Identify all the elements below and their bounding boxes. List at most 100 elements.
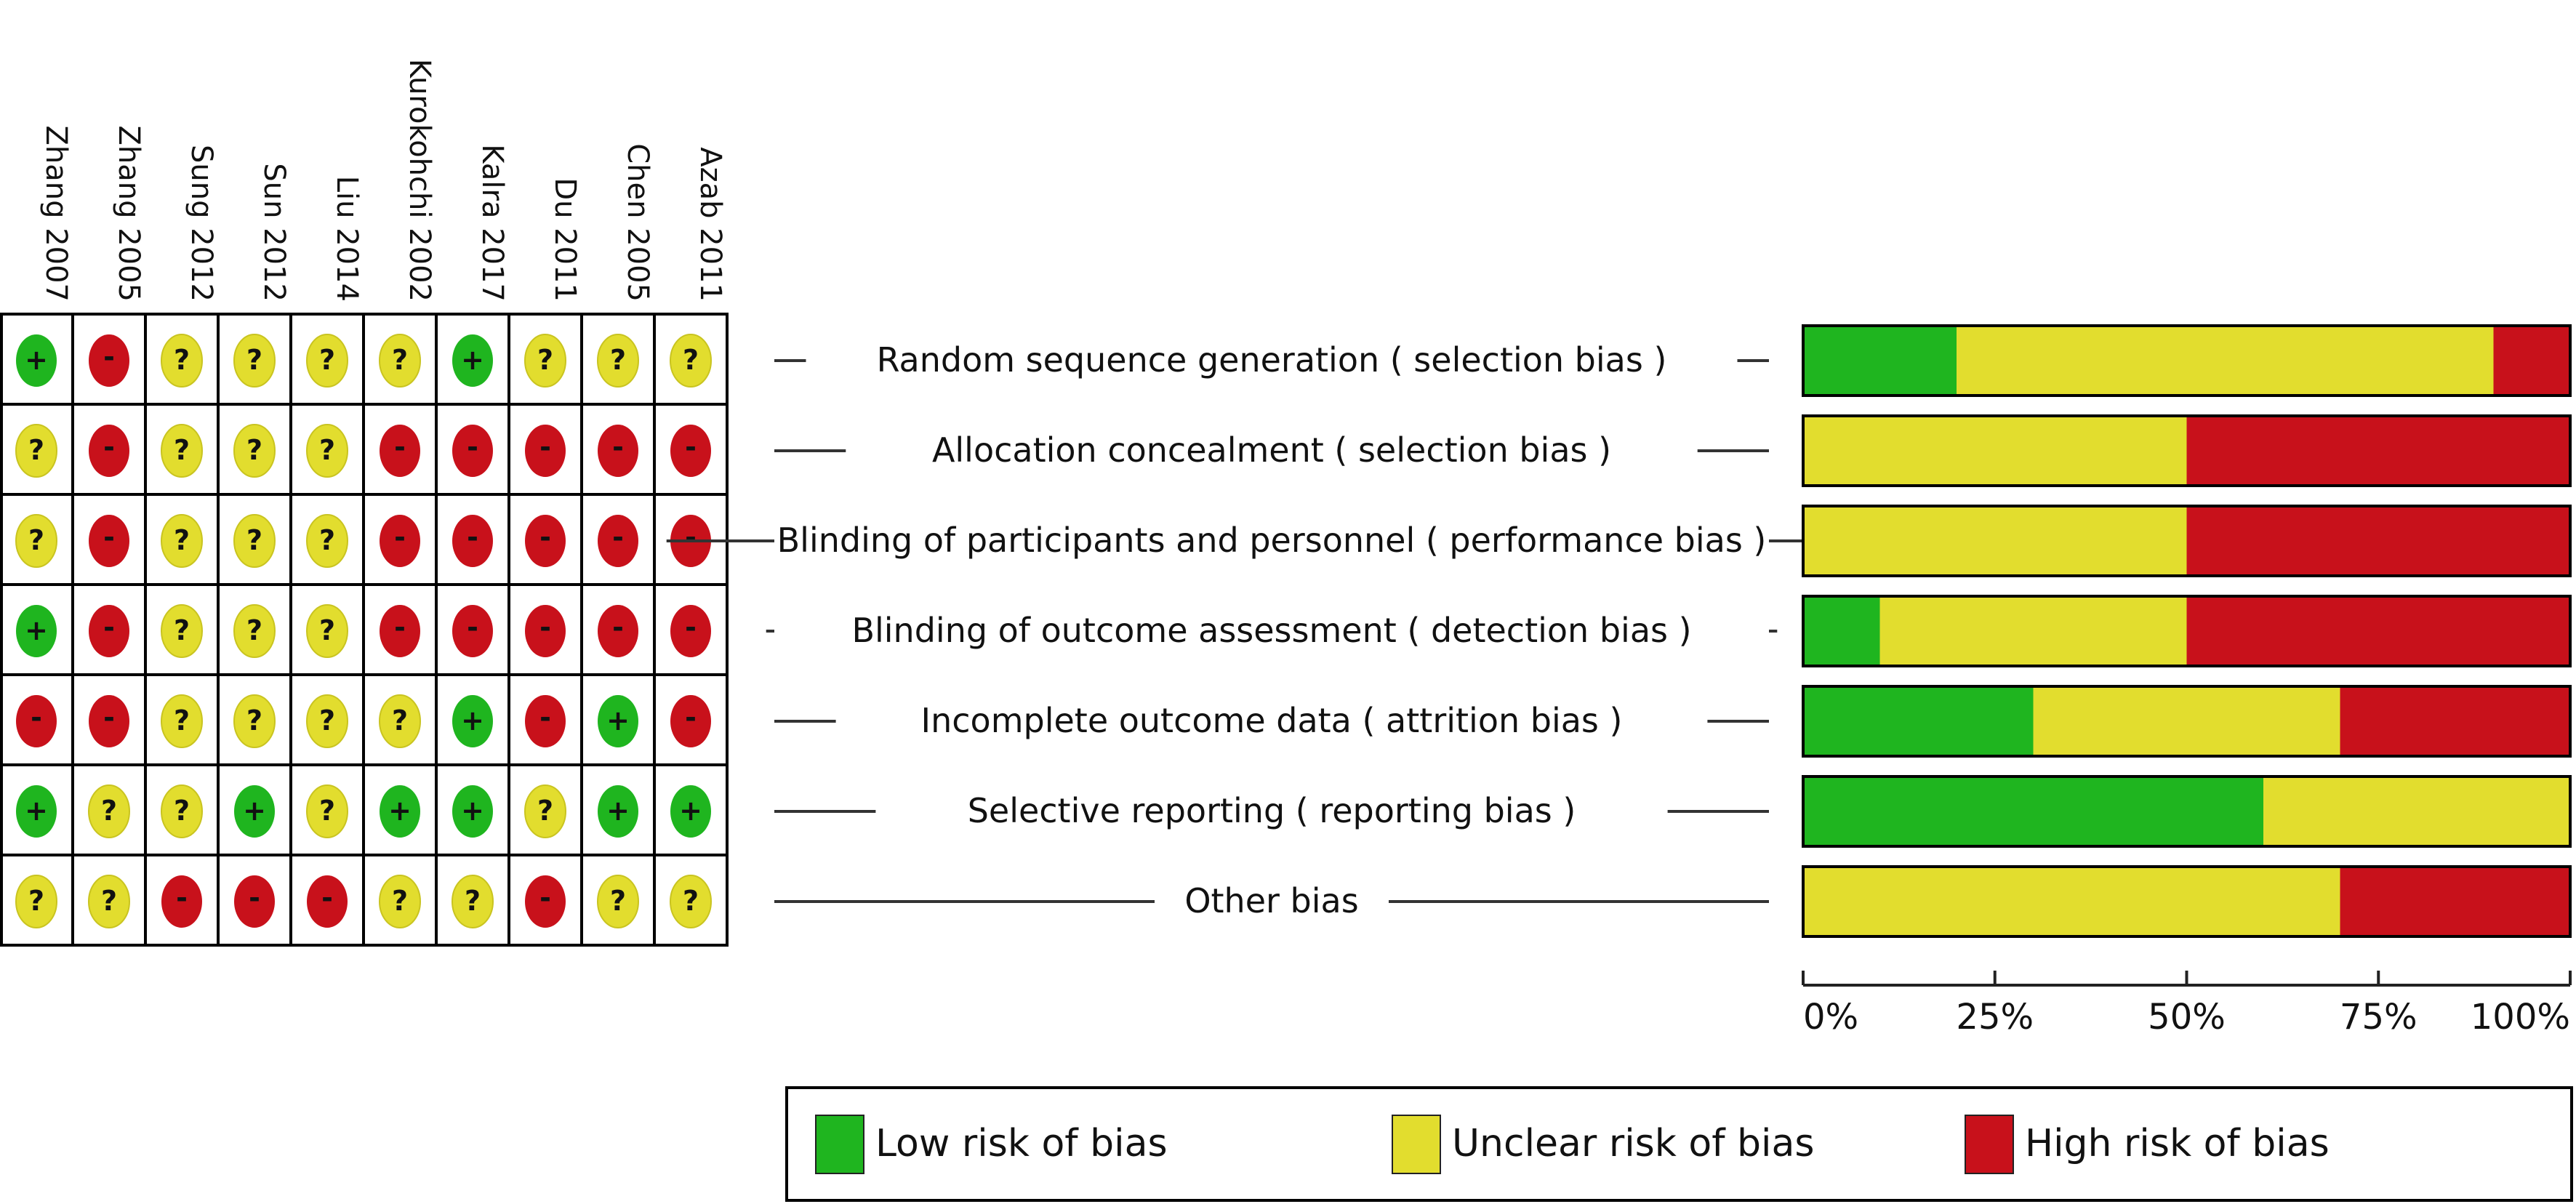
judgement-high-icon: - <box>380 515 420 567</box>
judgement-symbol: - <box>467 431 478 463</box>
judgement-dot <box>670 695 711 747</box>
judgement-symbol: ? <box>174 705 190 737</box>
judgement-dot <box>89 334 129 387</box>
judgement-unclear-icon: ? <box>15 875 57 928</box>
judgement-symbol: ? <box>610 885 626 917</box>
x-tick-label: 100% <box>2471 997 2570 1038</box>
judgement-high-icon: - <box>670 425 711 477</box>
judgement-symbol: ? <box>319 795 335 827</box>
judgement-high-icon: - <box>89 605 129 657</box>
judgement-dot <box>15 424 57 478</box>
judgement-unclear-icon: ? <box>597 334 639 388</box>
judgement-unclear-icon: ? <box>233 334 276 388</box>
judgement-unclear-icon: ? <box>524 334 566 388</box>
judgement-symbol: - <box>394 521 406 553</box>
judgement-symbol: - <box>539 521 551 553</box>
x-axis: 0%25%50%75%100% <box>1802 971 2572 1038</box>
judgement-symbol: ? <box>246 614 262 646</box>
judgement-symbol: ? <box>174 524 190 556</box>
judgement-symbol: - <box>103 611 115 643</box>
judgement-low-icon: + <box>234 785 275 838</box>
judgement-dot <box>16 334 57 387</box>
judgement-dot <box>233 424 276 478</box>
judgement-unclear-icon: ? <box>379 875 421 928</box>
domain-label: Other bias <box>1184 881 1358 920</box>
judgement-symbol: - <box>539 702 551 734</box>
judgement-high-icon: - <box>525 515 566 567</box>
judgement-dot <box>524 784 566 838</box>
x-tick-label: 75% <box>2340 997 2417 1038</box>
judgement-high-icon: - <box>89 425 129 477</box>
domain-labels: Random sequence generation ( selection b… <box>666 340 1877 920</box>
judgement-symbol: ? <box>610 344 626 376</box>
judgement-symbol: ? <box>28 524 44 556</box>
judgement-symbol: - <box>394 431 406 463</box>
judgement-dot <box>306 424 348 478</box>
judgement-dot <box>670 785 711 838</box>
judgement-unclear-icon: ? <box>15 424 57 478</box>
judgement-dot <box>233 694 276 748</box>
bar-segment-high <box>2186 596 2570 666</box>
judgement-high-icon: - <box>670 605 711 657</box>
judgement-symbol: - <box>539 882 551 914</box>
judgement-dot <box>452 605 493 657</box>
judgement-dot <box>670 425 711 477</box>
judgement-unclear-icon: ? <box>306 604 348 658</box>
judgement-dot <box>598 785 638 838</box>
judgement-symbol: - <box>103 431 115 463</box>
judgement-dot <box>525 425 566 477</box>
judgement-dot <box>380 785 420 838</box>
judgement-unclear-icon: ? <box>88 784 130 838</box>
judgement-dot <box>380 605 420 657</box>
judgement-dot <box>233 334 276 388</box>
judgement-low-icon: + <box>452 695 493 747</box>
domain-label: Blinding of outcome assessment ( detecti… <box>851 611 1691 650</box>
judgement-dot <box>89 605 129 657</box>
judgement-symbol: ? <box>246 705 262 737</box>
bar-segment-high <box>2186 506 2570 576</box>
judgement-low-icon: + <box>670 785 711 838</box>
judgement-dot <box>670 875 712 928</box>
judgement-dot <box>452 334 493 387</box>
judgement-symbol: - <box>467 611 478 643</box>
judgement-symbol: - <box>394 611 406 643</box>
judgement-low-icon: + <box>452 785 493 838</box>
judgement-dot <box>88 784 130 838</box>
bar-outline <box>1802 505 2572 577</box>
study-header: Du 2011 <box>548 177 582 302</box>
judgement-symbol: - <box>612 611 624 643</box>
judgement-dot <box>380 425 420 477</box>
judgement-dot <box>379 334 421 388</box>
bar-segment-high <box>2493 326 2570 396</box>
judgement-symbol: ? <box>174 434 190 466</box>
judgement-low-icon: + <box>598 785 638 838</box>
judgement-symbol: ? <box>319 344 335 376</box>
judgement-dot <box>161 604 203 658</box>
judgement-symbol: + <box>461 795 484 827</box>
judgement-symbol: ? <box>28 434 44 466</box>
bar-outline <box>1802 685 2572 758</box>
judgement-symbol: ? <box>683 344 699 376</box>
judgement-symbol: - <box>612 521 624 553</box>
judgement-symbol: ? <box>319 524 335 556</box>
bar-segment-unclear <box>1957 326 2494 396</box>
bar-segment-high <box>2340 867 2570 936</box>
judgement-unclear-icon: ? <box>161 784 203 838</box>
judgement-high-icon: - <box>452 425 493 477</box>
judgement-dot <box>525 605 566 657</box>
judgement-dot <box>524 334 566 388</box>
judgement-symbol: - <box>685 431 697 463</box>
judgement-dot <box>598 695 638 747</box>
judgement-dot <box>525 875 566 928</box>
study-header: Sun 2012 <box>257 163 291 302</box>
bar-outline <box>1802 414 2572 487</box>
bar-segment-unclear <box>2263 776 2570 846</box>
judgement-dot <box>598 605 638 657</box>
judgement-dot <box>306 694 348 748</box>
risk-of-bias-summary-grid: +-????+????-???-----?-???-----+-???-----… <box>0 313 729 947</box>
judgement-dot <box>598 425 638 477</box>
judgement-symbol: - <box>103 702 115 734</box>
judgement-high-icon: - <box>380 425 420 477</box>
